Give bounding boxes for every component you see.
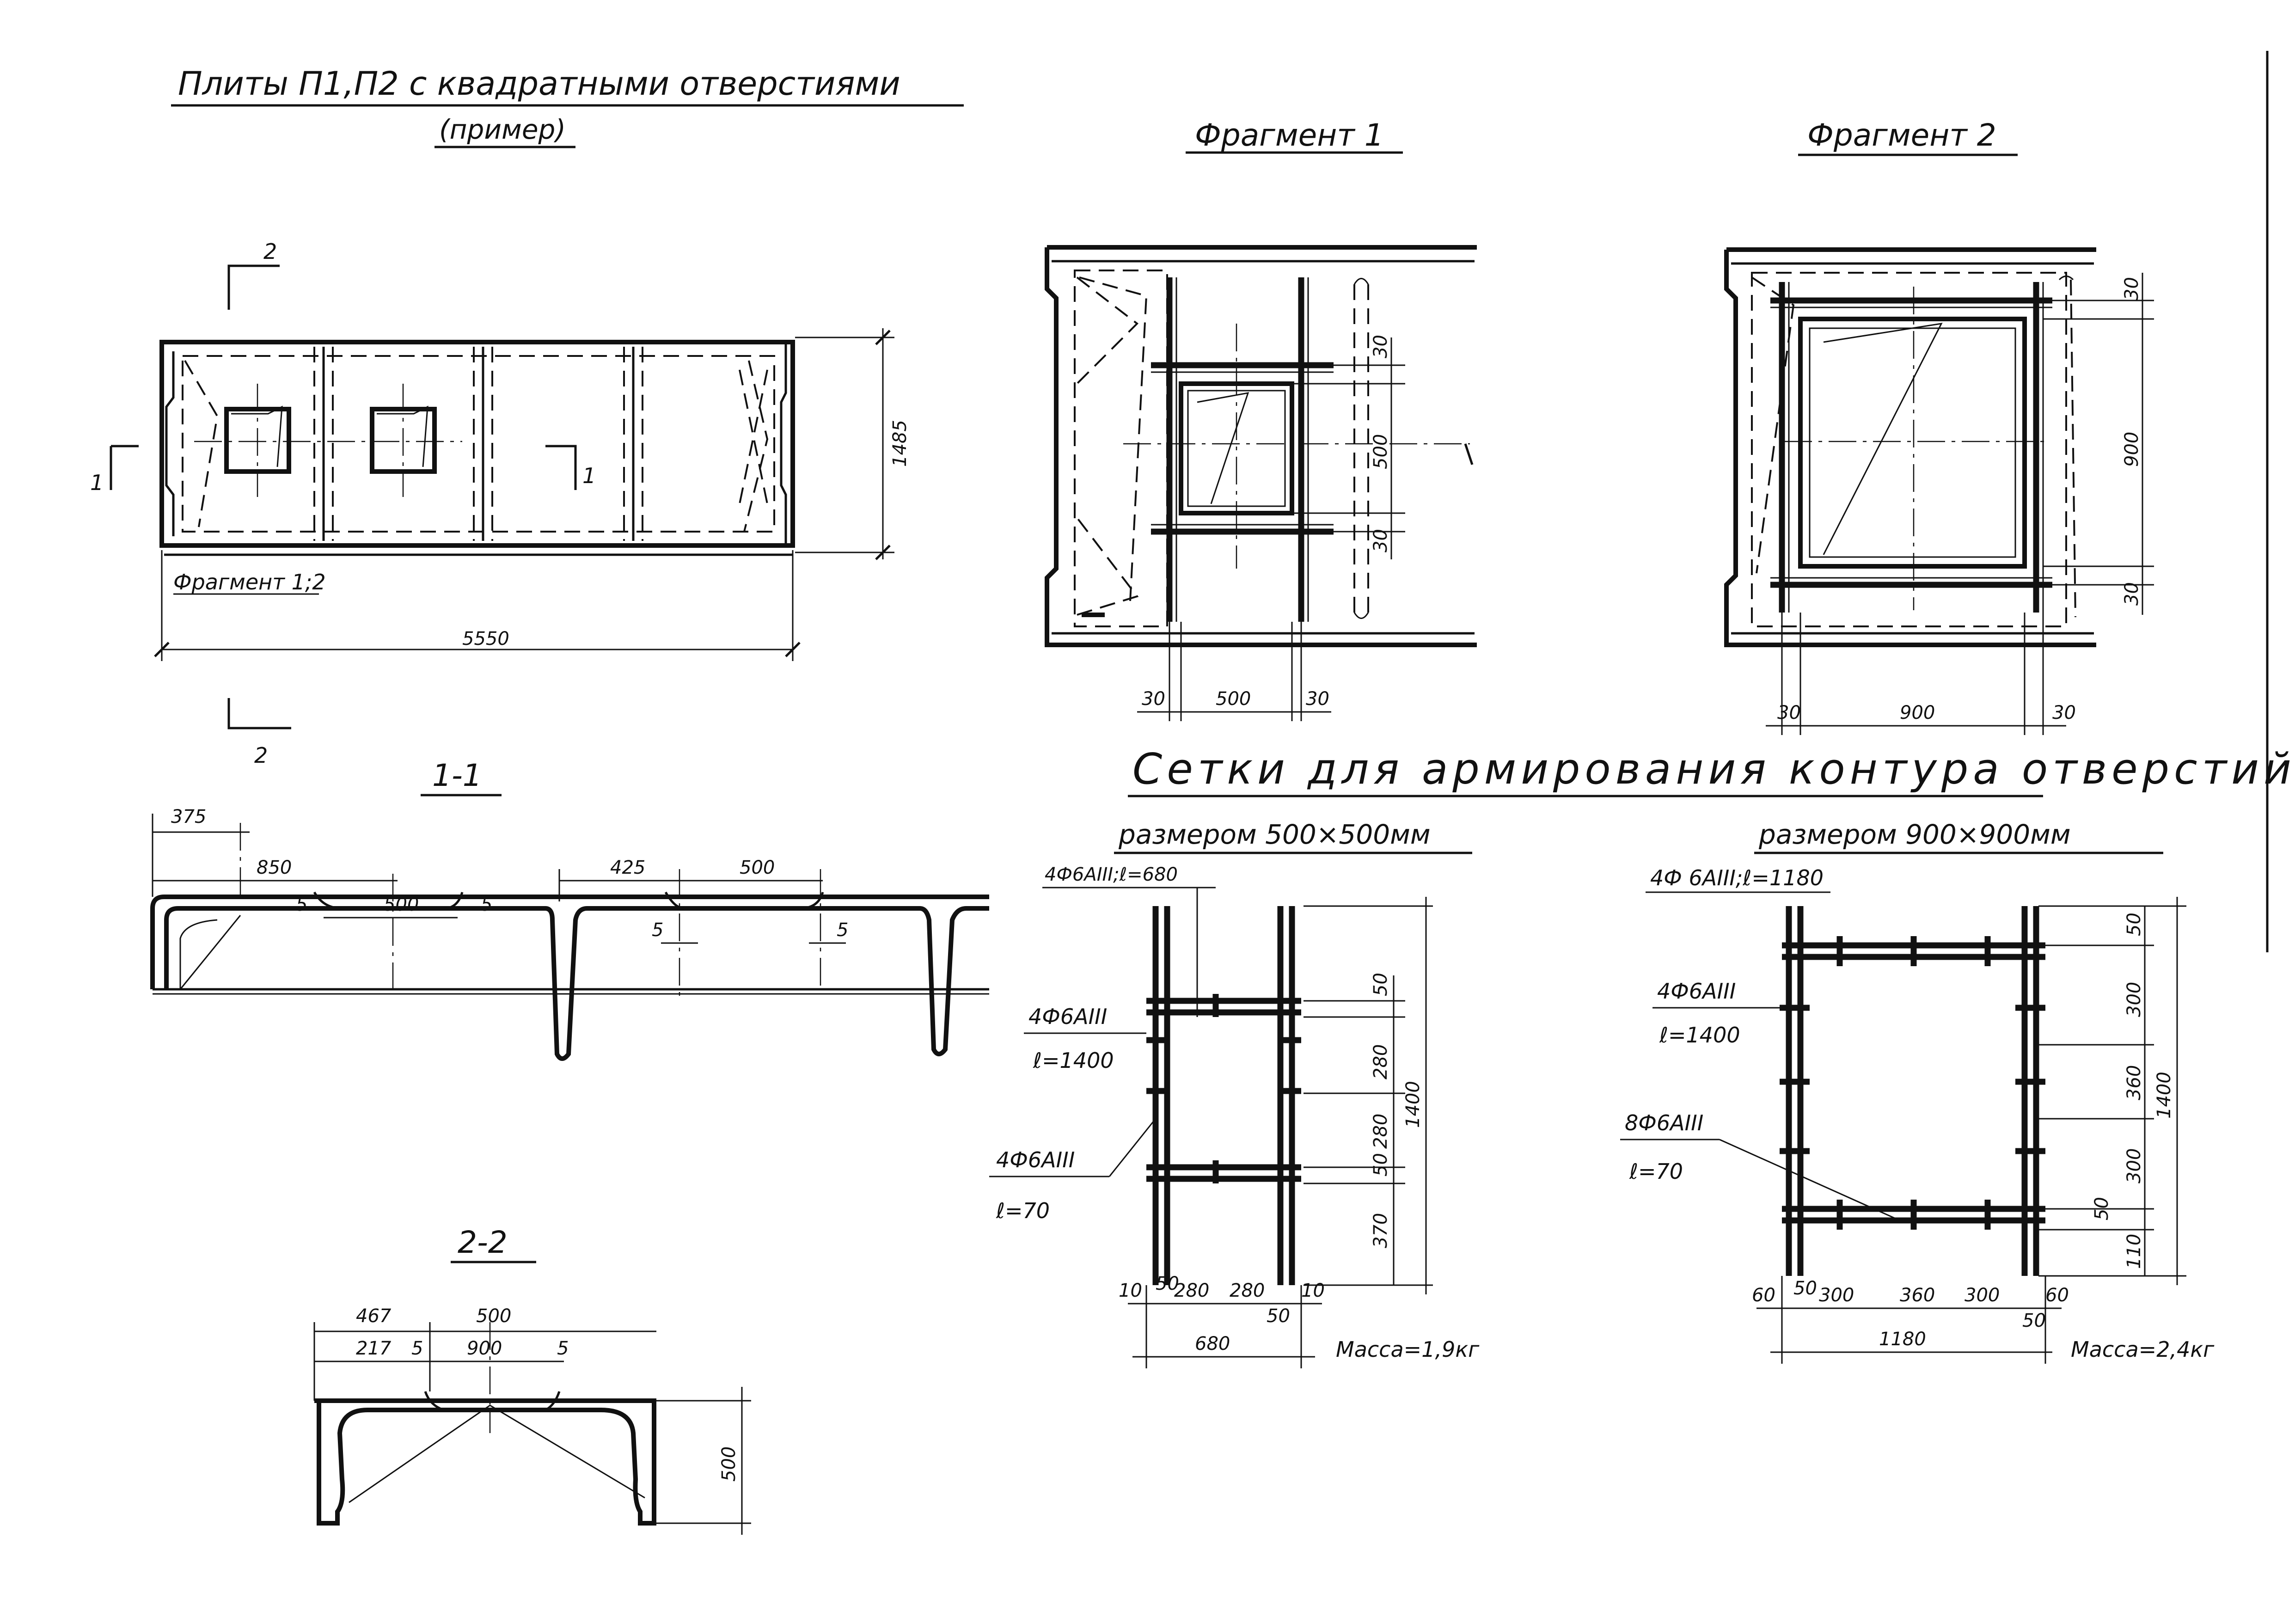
- mesh-900-dim-right-1: 50: [2124, 913, 2145, 936]
- mesh-900-title: размером 900×900мм: [1758, 819, 2071, 850]
- mesh-500-view: размером 500×500мм 4Ф6АIII;ℓ=680 4Ф6АIII…: [989, 819, 1480, 1368]
- fragment-1-dim-bottom-1: 30: [1142, 688, 1165, 710]
- section-mark-1-right: 1: [582, 463, 596, 488]
- section-mark-2-top: 2: [263, 239, 277, 264]
- mesh-900-dim-right-5: 50: [2091, 1197, 2112, 1220]
- section-1-1-dim-500a: 500: [384, 894, 419, 915]
- section-2-2-dim-5a: 5: [411, 1338, 423, 1359]
- mesh-900-view: размером 900×900мм 4Ф 6АIII;ℓ=1180 4Ф6АI…: [1620, 819, 2215, 1364]
- main-subtitle: (пример): [439, 114, 566, 145]
- mesh-900-mass: Масса=2,4кг: [2071, 1337, 2215, 1362]
- mesh-500-label-low-a: 4Ф6АIII: [996, 1147, 1075, 1172]
- section-1-1-dim-425: 425: [610, 857, 645, 878]
- mesh-900-dim-bottom-7: 60: [2045, 1285, 2069, 1306]
- section-2-2-dim-5b: 5: [557, 1338, 569, 1359]
- section-2-2-dim-467: 467: [356, 1305, 392, 1327]
- section-2-2-dim-height: 500: [718, 1446, 740, 1482]
- section-1-1-dim-5a: 5: [296, 894, 307, 915]
- section-2-2-title: 2-2: [458, 1225, 508, 1260]
- fragment-1-view: Фрагмент 1 30 500 30: [1045, 117, 1477, 721]
- mesh-500-dim-bottom-6: 10: [1301, 1280, 1325, 1301]
- mesh-900-dim-right-2: 300: [2124, 982, 2145, 1017]
- fragment-1-dim-right-2: 500: [1370, 434, 1391, 469]
- mesh-500-dim-bottom-3: 280: [1174, 1280, 1209, 1301]
- mesh-900-dim-total-height: 1400: [2154, 1072, 2175, 1119]
- mesh-500-dim-right-2: 280: [1370, 1044, 1391, 1079]
- mesh-500-label-low-b: ℓ=70: [996, 1198, 1050, 1223]
- fragment-2-view: Фрагмент 2 30 900 30: [1724, 117, 2154, 735]
- mesh-900-dim-bottom-5: 300: [1965, 1285, 2000, 1306]
- mesh-900-dim-bottom-1: 60: [1752, 1285, 1775, 1306]
- section-mark-2-bottom: 2: [254, 743, 268, 768]
- mesh-500-dim-bottom-5: 50: [1267, 1305, 1290, 1327]
- section-1-1-dim-5c: 5: [652, 919, 663, 941]
- fragment-2-dim-right-3: 30: [2121, 582, 2142, 606]
- fragment-1-title: Фрагмент 1: [1195, 117, 1384, 153]
- section-2-2-dim-900: 900: [467, 1338, 502, 1359]
- mesh-500-dim-right-1: 50: [1370, 973, 1391, 996]
- mesh-500-dim-bottom-1: 10: [1119, 1280, 1142, 1301]
- mesh-900-dim-bottom-3: 300: [1819, 1285, 1854, 1306]
- section-1-1-dim-375: 375: [171, 806, 206, 827]
- section-1-1-dim-5b: 5: [481, 894, 492, 915]
- plan-fragment-label: Фрагмент 1;2: [173, 570, 326, 594]
- fragment-2-title: Фрагмент 2: [1807, 117, 1996, 153]
- mesh-900-label-mid-a: 4Ф6АIII: [1657, 979, 1736, 1004]
- fragment-2-dim-bottom-1: 30: [1777, 702, 1801, 723]
- mesh-900-dim-right-4: 300: [2124, 1148, 2145, 1183]
- section-2-2-view: 2-2 467 500 217 5 900 5 500: [313, 1225, 751, 1535]
- fragment-1-dim-right-3: 30: [1370, 529, 1391, 552]
- mesh-900-dim-total-width: 1180: [1879, 1329, 1926, 1350]
- plan-height-dim: 1485: [889, 420, 911, 467]
- mesh-500-mass: Масса=1,9кг: [1336, 1337, 1480, 1362]
- mesh-900-dim-right-6: 110: [2124, 1234, 2145, 1269]
- fragment-2-dim-right-2: 900: [2121, 432, 2142, 467]
- fragment-2-opening: [1798, 317, 2027, 569]
- slab-plan-view: 2 2 1 1: [90, 239, 911, 768]
- meshes-title: Сетки для армирования контура отверстий: [1132, 744, 2295, 794]
- section-mark-1-left: 1: [90, 470, 104, 495]
- fragment-1-dim-right-1: 30: [1370, 335, 1391, 358]
- mesh-900-dim-bottom-2: 50: [1793, 1278, 1817, 1299]
- mesh-500-dim-right-4: 280: [1370, 1114, 1391, 1149]
- mesh-500-dim-right-3: 50: [1370, 1153, 1391, 1177]
- mesh-500-dim-total-width: 680: [1195, 1333, 1230, 1354]
- mesh-500-label-top: 4Ф6АIII;ℓ=680: [1045, 864, 1178, 885]
- fragment-2-dim-bottom-3: 30: [2052, 702, 2076, 723]
- mesh-500-label-mid-b: ℓ=1400: [1033, 1048, 1114, 1073]
- section-1-1-dim-850: 850: [257, 857, 292, 878]
- section-1-1-view: 1-1 375 850 500 5 5 425 500 5 5: [150, 758, 989, 1061]
- section-2-2-dim-217: 217: [356, 1338, 392, 1359]
- plan-length-dim: 5550: [462, 628, 509, 650]
- mesh-900-dim-bottom-4: 360: [1900, 1285, 1935, 1306]
- main-title: Плиты П1,П2 с квадратными отверстиями: [178, 65, 900, 103]
- mesh-900-dim-right-3: 360: [2124, 1065, 2145, 1100]
- mesh-500-dim-bottom-4: 280: [1230, 1280, 1265, 1301]
- fragment-2-dim-bottom-2: 900: [1900, 702, 1935, 723]
- mesh-900-label-low-b: ℓ=70: [1629, 1159, 1683, 1184]
- section-2-2-dim-500: 500: [476, 1305, 511, 1327]
- mesh-900-dim-bottom-6: 50: [2022, 1310, 2046, 1331]
- mesh-900-label-mid-b: ℓ=1400: [1659, 1023, 1740, 1048]
- fragment-2-dim-right-1: 30: [2121, 277, 2142, 300]
- mesh-500-label-mid-a: 4Ф6АIII: [1028, 1004, 1107, 1029]
- meshes-heading: Сетки для армирования контура отверстий: [1128, 744, 2295, 797]
- fragment-1-dim-bottom-3: 30: [1306, 688, 1329, 710]
- section-1-1-title: 1-1: [432, 758, 482, 793]
- main-title-block: Плиты П1,П2 с квадратными отверстиями (п…: [171, 65, 964, 148]
- section-1-1-dim-5d: 5: [837, 919, 848, 941]
- mesh-500-dim-total-height: 1400: [1402, 1081, 1424, 1128]
- mesh-900-label-low-a: 8Ф6АIII: [1625, 1110, 1703, 1135]
- mesh-500-dim-bottom-2: 50: [1156, 1273, 1179, 1294]
- mesh-500-dim-right-5: 370: [1370, 1213, 1391, 1248]
- mesh-500-title: размером 500×500мм: [1118, 819, 1431, 850]
- mesh-900-label-top: 4Ф 6АIII;ℓ=1180: [1650, 865, 1824, 890]
- fragment-1-dim-bottom-2: 500: [1216, 688, 1251, 710]
- section-1-1-dim-500b: 500: [740, 857, 775, 878]
